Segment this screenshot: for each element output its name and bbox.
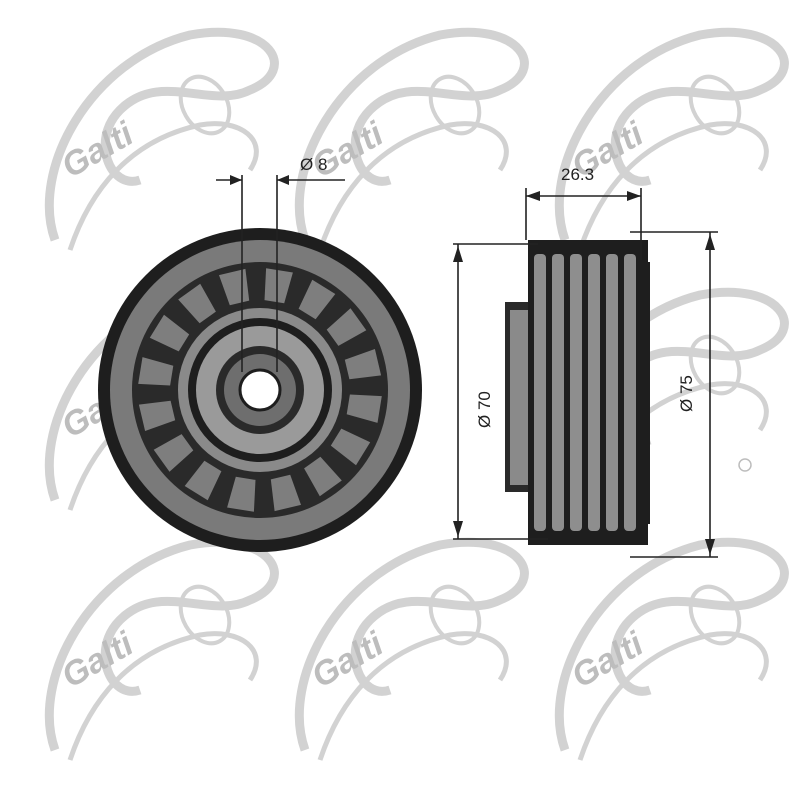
spoke-window: [344, 349, 382, 380]
spoke-window: [178, 283, 216, 324]
outer-diameter-label: Ø 75: [677, 375, 696, 412]
spoke-window: [304, 456, 342, 497]
width-label: 26.3: [561, 165, 594, 184]
registered-mark-icon: [738, 458, 752, 472]
spoke-window: [326, 308, 367, 346]
spoke-window: [138, 357, 174, 386]
spoke-window: [149, 314, 190, 352]
spoke-window: [330, 428, 371, 466]
pulley-bore: [238, 368, 282, 412]
watermark-logo: Galti: [559, 32, 784, 250]
pulley-ribs: [534, 254, 636, 531]
pulley-rib: [624, 254, 636, 531]
dimension-flange-diameter: [453, 243, 548, 540]
spoke-window: [227, 476, 256, 512]
dimension-outer-diameter: [630, 231, 718, 558]
spoke-window: [346, 394, 382, 423]
spoke-window: [153, 434, 194, 472]
spoke-window: [264, 268, 293, 304]
watermark-logo: Galti: [49, 32, 274, 250]
flange-diameter-label: Ø 70: [475, 391, 494, 428]
spoke-window: [270, 474, 301, 512]
pulley-side-view: [505, 240, 650, 545]
watermark-logo: Galti: [299, 32, 524, 250]
pulley-rib: [606, 254, 618, 531]
spoke-window: [138, 400, 176, 431]
watermark-logo: Galti: [559, 542, 784, 760]
pulley-rib: [552, 254, 564, 531]
dimension-width: [525, 188, 642, 260]
pulley-spoke-windows: [138, 268, 382, 512]
spoke-window: [184, 460, 222, 501]
watermark-logo: Galti: [299, 542, 524, 760]
pulley-rib: [570, 254, 582, 531]
spoke-window: [298, 279, 336, 320]
pulley-front-view: [98, 228, 422, 552]
pulley-rib: [588, 254, 600, 531]
bore-diameter-label: Ø 8: [300, 155, 327, 174]
pulley-rib: [534, 254, 546, 531]
pulley-side-flange-face: [510, 310, 532, 485]
dimension-bore: [216, 175, 345, 372]
watermark-logo: Galti: [49, 542, 274, 760]
pulley-side-cap: [640, 262, 650, 524]
